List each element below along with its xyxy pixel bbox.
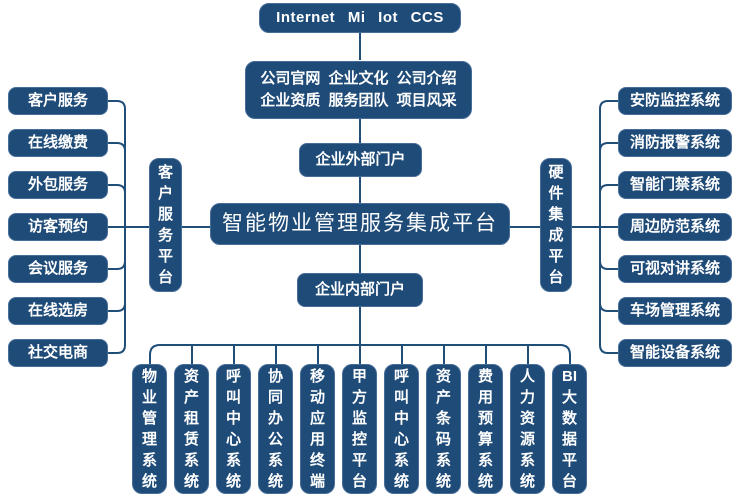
hardware-platform-label: 硬件集成平台 [548, 164, 564, 286]
bottom-item-label: 资产条码系统 [435, 368, 451, 490]
node-external-portal: 企业外部门户 [299, 143, 422, 177]
node-bottom-item: 协同办公系统 [258, 364, 293, 494]
bottom-item-label: 人力资源系统 [519, 368, 535, 490]
bottom-item-label: BI大数据平台 [561, 368, 577, 490]
node-left-item: 会议服务 [8, 255, 108, 283]
node-bottom-item: 移动应用终端 [300, 364, 335, 494]
node-left-item: 在线选房 [8, 297, 108, 325]
bottom-item-label: 呼叫中心系统 [393, 368, 409, 490]
bottom-item-label: 费用预算系统 [477, 368, 493, 490]
node-internet: Internet Mi Iot CCS [259, 3, 461, 33]
node-hardware-platform: 硬件集成平台 [540, 158, 572, 292]
node-bottom-item: 资产租赁系统 [174, 364, 209, 494]
node-bottom-item: 物业管理系统 [132, 364, 167, 494]
bottom-item-label: 呼叫中心系统 [225, 368, 241, 490]
node-left-item: 客户服务 [8, 87, 108, 115]
node-left-item: 外包服务 [8, 171, 108, 199]
node-left-item: 社交电商 [8, 339, 108, 367]
bottom-item-label: 物业管理系统 [141, 368, 157, 490]
bottom-item-label: 移动应用终端 [309, 368, 325, 490]
node-right-item: 消防报警系统 [618, 129, 732, 157]
node-right-item: 车场管理系统 [618, 297, 732, 325]
bottom-item-label: 协同办公系统 [267, 368, 283, 490]
node-company-info: 公司官网 企业文化 公司介绍 企业资质 服务团队 项目风采 [245, 61, 472, 119]
node-right-item: 智能门禁系统 [618, 171, 732, 199]
node-customer-service-platform: 客户服务平台 [149, 158, 182, 292]
node-bottom-item: 甲方监控平台 [342, 364, 377, 494]
node-internal-portal: 企业内部门户 [297, 273, 423, 307]
node-platform-title: 智能物业管理服务集成平台 [210, 203, 510, 245]
node-right-item: 智能设备系统 [618, 339, 732, 367]
node-bottom-item: BI大数据平台 [552, 364, 587, 494]
node-right-item: 安防监控系统 [618, 87, 732, 115]
node-bottom-item: 费用预算系统 [468, 364, 503, 494]
bottom-item-label: 资产租赁系统 [183, 368, 199, 490]
node-bottom-item: 呼叫中心系统 [384, 364, 419, 494]
customer-service-platform-label: 客户服务平台 [157, 164, 173, 286]
company-info-line-2: 企业资质 服务团队 项目风采 [260, 92, 457, 109]
bottom-item-label: 甲方监控平台 [351, 368, 367, 490]
node-bottom-item: 人力资源系统 [510, 364, 545, 494]
node-bottom-item: 资产条码系统 [426, 364, 461, 494]
node-left-item: 访客预约 [8, 213, 108, 241]
node-bottom-item: 呼叫中心系统 [216, 364, 251, 494]
company-info-line-1: 公司官网 企业文化 公司介绍 [260, 70, 457, 87]
node-left-item: 在线缴费 [8, 129, 108, 157]
node-right-item: 可视对讲系统 [618, 255, 732, 283]
node-right-item: 周边防范系统 [618, 213, 732, 241]
